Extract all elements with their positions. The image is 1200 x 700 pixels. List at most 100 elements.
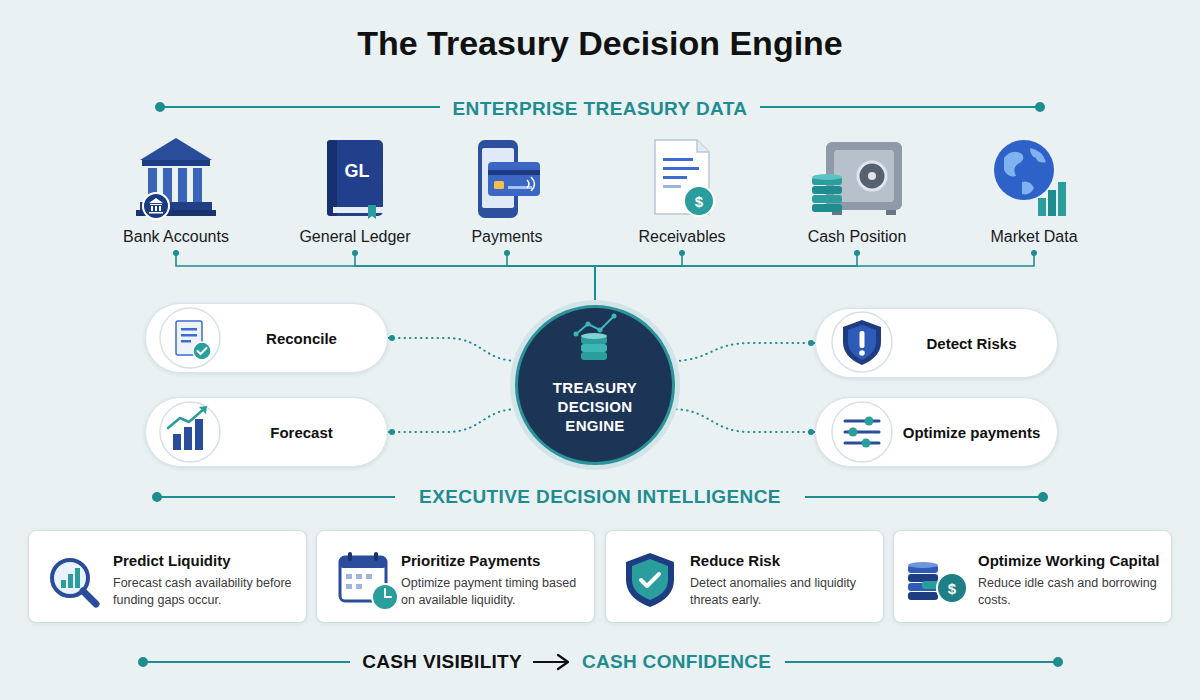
card-body: Detect anomalies and liquidity threats e… (690, 575, 877, 609)
junction-dot (808, 340, 814, 346)
receivables-icon-part (663, 167, 699, 170)
flow-arrow-part (533, 661, 566, 663)
junction-dot (1031, 250, 1037, 256)
market-icon-part (1048, 190, 1056, 216)
section-rule-part (785, 661, 1058, 663)
safe-icon-part (812, 186, 842, 194)
calendar-icon-part (346, 574, 352, 579)
forecast-icon-part (160, 402, 220, 462)
calendar-icon-part (372, 584, 398, 610)
section-rule-part (156, 103, 164, 111)
reconcile-icon-part (181, 334, 197, 337)
bank-icon-part (193, 168, 202, 202)
market-icon (994, 140, 1066, 216)
bracket-connector (176, 250, 595, 305)
card-heading: Predict Liquidity (113, 551, 300, 570)
flow-arrow (533, 655, 568, 669)
section-rule-part (153, 493, 161, 501)
bracket-connector (507, 250, 595, 305)
market-icon-part (1058, 182, 1066, 216)
source-name: Receivables (638, 228, 725, 245)
insight-card: Optimize Working CapitalReduce idle cash… (893, 530, 1172, 623)
receivables-icon-part (697, 140, 709, 152)
junction-dot (173, 250, 179, 256)
payments-icon-part (494, 181, 504, 189)
function-name: Forecast (270, 424, 333, 441)
engine-icon-part (612, 314, 617, 319)
safe-icon-part (886, 210, 896, 215)
shield-icon-part (632, 559, 668, 600)
payments-icon-part (488, 162, 540, 196)
currency-sign: $ (948, 580, 956, 597)
risk-icon (832, 312, 892, 372)
junction-dot (504, 250, 510, 256)
payments-icon-part (508, 186, 532, 189)
source-name: Cash Position (808, 228, 907, 245)
bank-icon-part (143, 193, 169, 219)
reconcile-icon-part (160, 308, 220, 368)
section-rule-part (1054, 658, 1062, 666)
coins-icon (908, 562, 967, 603)
engine-circle: TREASURY DECISION ENGINE (515, 305, 675, 465)
engine-icon (574, 314, 617, 361)
reconcile-icon-part (181, 340, 191, 343)
engine-icon-part (574, 332, 579, 337)
market-icon-part (1038, 198, 1046, 216)
ledger-icon-part (333, 207, 383, 213)
source-item: Bank Accounts (101, 224, 251, 250)
ledger-icon-part (368, 205, 376, 219)
section-rule-part (760, 106, 1040, 108)
bank-icon-part (140, 202, 212, 210)
safe-icon-part (812, 204, 842, 212)
risk-icon-part (860, 331, 865, 348)
sliders-icon-part (845, 431, 879, 434)
ledger-icon-part (327, 140, 337, 216)
forecast-icon-part (195, 419, 203, 450)
market-icon-part (1030, 148, 1046, 163)
function-name: Detect Risks (926, 335, 1016, 352)
dotted-connector (671, 343, 815, 361)
function-pill: Optimize payments (815, 397, 1058, 467)
reconcile-icon-part (193, 342, 211, 360)
section-rule-part (160, 106, 440, 108)
coins-icon-part (908, 562, 938, 568)
dotted-connector (671, 409, 815, 432)
bank-icon-part (142, 160, 210, 166)
bank-icon-part (163, 168, 172, 202)
sliders-icon-part (845, 442, 879, 445)
forecast-icon-part (168, 408, 205, 428)
junction-dot (854, 250, 860, 256)
engine-icon-part (581, 352, 607, 360)
calendar-icon-part (346, 584, 352, 589)
reconcile-icon-part (176, 321, 202, 355)
source-name: General Ledger (299, 228, 410, 245)
diagram-title: The Treasury Decision Engine (0, 24, 1200, 63)
calendar-icon-part (356, 584, 362, 589)
receivables-icon (655, 140, 714, 216)
bank-icon-part (148, 168, 157, 202)
section-rule-part (143, 661, 350, 663)
liquidity-icon-part (83, 591, 96, 604)
junction-dot (808, 429, 814, 435)
shield-icon-part (626, 553, 674, 607)
shield-icon-part (641, 574, 659, 586)
engine-name: TREASURY DECISION ENGINE (533, 378, 657, 435)
card-heading: Reduce Risk (690, 551, 877, 570)
receivables-icon-part (655, 140, 709, 214)
engine-icon-part (598, 328, 603, 333)
section-rule-part (1039, 493, 1047, 501)
payments-icon-part (488, 170, 540, 175)
source-name: Bank Accounts (123, 228, 229, 245)
reconcile-icon-part (181, 328, 197, 331)
dotted-connector (388, 338, 519, 361)
tagline-end: CASH CONFIDENCE (582, 651, 771, 673)
sliders-icon-part (849, 428, 858, 437)
payments-icon (478, 140, 540, 218)
engine-icon-part (586, 322, 591, 327)
receivables-icon-part (663, 176, 687, 179)
card-body: Optimize payment timing based on availab… (401, 575, 588, 609)
safe-icon-part (868, 172, 876, 180)
safe-icon-part (826, 142, 902, 210)
reconcile-icon-part (198, 348, 207, 354)
junction-dot (679, 250, 685, 256)
